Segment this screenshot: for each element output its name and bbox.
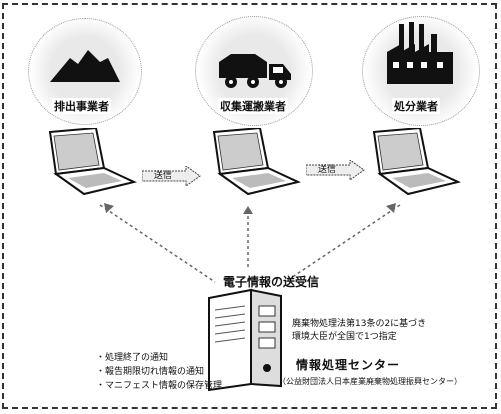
exchange-arrowhead-generator [104, 203, 114, 213]
center-name: 情報処理センター [296, 358, 401, 372]
note-storage: ・マニフェスト情報の保存管理 [96, 381, 223, 391]
note-deadline: ・報告期限切れ情報の通知 [96, 367, 205, 377]
note-completion: ・処理終了の通知 [96, 353, 169, 363]
party-label-disposer: 処分業者 [392, 98, 440, 114]
truck-icon [215, 52, 293, 94]
exchange-arrowhead-disposer [386, 203, 396, 213]
legal-basis-line-2: 環境大臣が全国で1つ指定 [292, 332, 397, 342]
server-icon [205, 288, 285, 392]
laptop-disposer [362, 126, 462, 198]
laptop-generator [38, 126, 138, 198]
center-organization: （公益財団法人日本産業廃棄物処理振興センター） [278, 377, 462, 386]
exchange-line-disposer [284, 204, 401, 283]
factory-icon [385, 22, 455, 88]
send-arrow-2 [305, 159, 366, 184]
party-label-generator: 排出事業者 [52, 98, 111, 114]
exchange-arrowhead-transporter [243, 206, 253, 214]
legal-basis-line-1: 廃棄物処理法第13条の2に基づき [292, 319, 427, 329]
laptop-transporter [202, 126, 302, 198]
send-label-1: 送信 [154, 171, 173, 181]
party-label-transporter: 収集運搬業者 [218, 98, 288, 114]
center-title: 電子情報の送受信 [223, 275, 320, 289]
mountain-pile-icon [48, 44, 122, 88]
diagram-frame [2, 3, 497, 409]
send-label-2: 送信 [318, 165, 337, 175]
send-arrow-1 [141, 165, 202, 190]
exchange-line-generator [99, 204, 216, 283]
